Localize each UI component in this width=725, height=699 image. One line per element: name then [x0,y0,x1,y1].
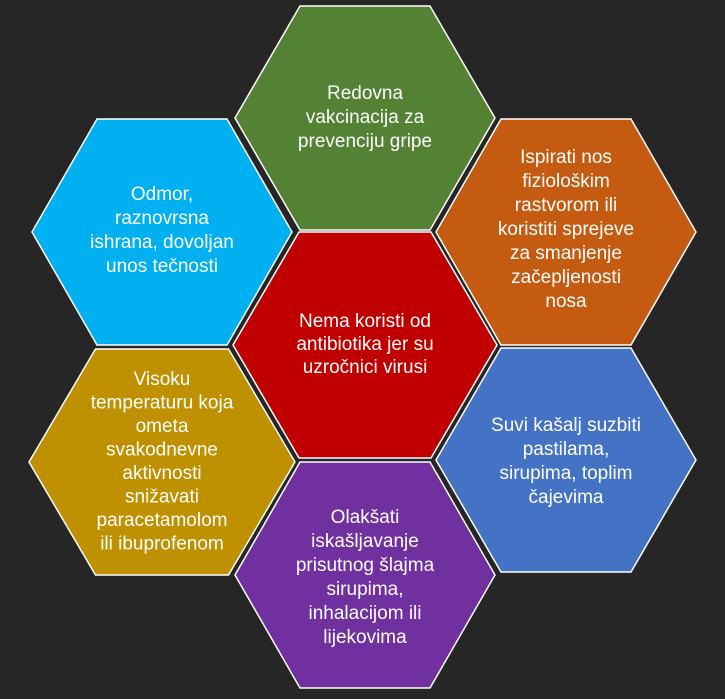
hexagon-shape-top-right [435,118,697,346]
hexagon-label-bottom: Olakšati iskašljavanje prisutnog šlajma sir… [296,507,435,648]
hexagon-label-line: čajevima [529,487,604,508]
hexagon-label-line: fiziološkim [522,171,610,192]
hexagon-label-line: snižavati [125,486,199,507]
hexagon-label-line: Suvi kašalj suzbiti [491,415,641,436]
hexagon-shape-top [234,5,496,231]
hexagon-label-line: prevenciju gripe [298,131,432,152]
hexagon-label-top: Redovna vakcinacija za prevenciju gripe [298,83,432,152]
hexagon-label-line: antibiotika jer su [296,334,433,355]
hexagon-shape-bottom [234,461,496,689]
hexagon-label-line: rastvorom ili [515,195,617,216]
hexagon-top-right: Ispirati nos fiziološkim rastvorom ili kori… [435,118,697,346]
hexagon-label-line: uzročnici virusi [303,357,428,378]
hexagon-bottom-right: Suvi kašalj suzbiti pastilama, sirupima, t… [435,347,697,573]
hexagon-label-line: aktivnosti [122,463,201,484]
hexagon-top: Redovna vakcinacija za prevenciju gripe [234,5,496,231]
hexagon-label-line: Nema koristi od [299,311,431,332]
hexagon-label-line: inhalacijom ili [309,603,422,624]
hexagon-label-line: temperaturu koja [91,392,234,413]
hexagon-label-line: vakcinacija za [306,107,425,128]
hexagon-label-line: Ispirati nos [520,147,612,168]
hexagon-label-line: pastilama, [523,439,610,460]
hexagon-label-line: prisutnog šlajma [296,555,435,576]
hexagon-label-line: za smanjenje [510,243,622,264]
hexagon-label-line: iskašljavanje [311,531,419,552]
hexagon-label-line: Olakšati [331,507,400,528]
hexagon-label-line: sirupima, toplim [499,463,632,484]
hexagon-label-line: Visoku [134,369,191,390]
hexagon-label-line: ili ibuprofenom [100,533,224,554]
hexagon-label-line: lijekovima [323,627,407,648]
hexagon-label-line: raznovrsna [115,208,209,229]
hexagon-label-line: začepljenosti [511,267,621,288]
hexagon-label-top-right: Ispirati nos fiziološkim rastvorom ili kori… [498,147,634,312]
hexagon-label-line: ometa [136,416,189,437]
hexagon-label-line: Odmor, [131,184,193,205]
hexagon-shape-top-left [31,118,293,346]
hexagon-bottom: Olakšati iskašljavanje prisutnog šlajma sir… [234,461,496,689]
hexagon-label-bottom-right: Suvi kašalj suzbiti pastilama, sirupima, t… [491,415,641,508]
hexagon-label-line: unos tečnosti [106,256,218,277]
hexagon-shape-center [232,231,498,459]
hexagon-label-line: sirupima, [326,579,403,600]
hexagon-label-line: nosa [545,291,587,312]
hexagon-label-line: ishrana, dovoljan [90,232,234,253]
hexagon-top-left: Odmor, raznovrsna ishrana, dovoljan unos te… [31,118,293,346]
hexagon-label-line: paracetamolom [97,510,228,531]
hexagon-label-line: Redovna [327,83,403,104]
hexagon-shape-bottom-left [28,348,296,576]
hexagon-label-line: svakodnevne [106,439,218,460]
hexagon-shape-bottom-right [435,347,697,573]
hexagon-label-line: koristiti spreje​ve [498,219,634,240]
hexagon-label-top-left: Odmor, raznovrsna ishrana, dovoljan unos te… [90,184,234,277]
